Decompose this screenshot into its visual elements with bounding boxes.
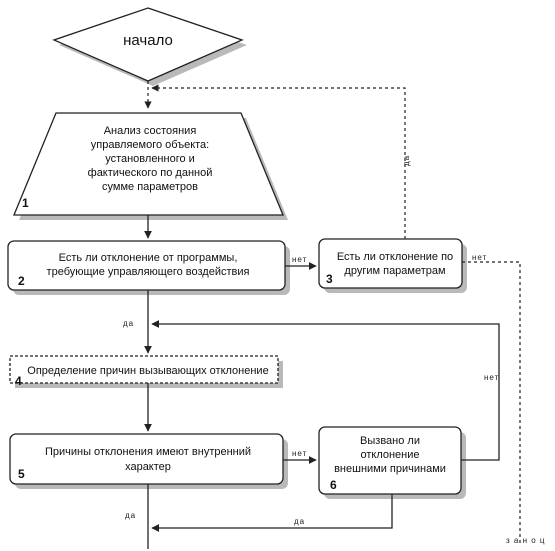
- arrow-b3-right: [462, 261, 521, 546]
- arrow-b3-loop: [151, 84, 406, 239]
- block-1-line: установленного и: [105, 153, 195, 165]
- block-2-line: требующие управляющего воздействия: [47, 266, 250, 278]
- label-b3-loop: да: [402, 155, 411, 166]
- label-b6-up: нет: [484, 373, 499, 382]
- block-5-line: Причины отклонения имеют внутренний: [45, 446, 251, 458]
- block-3: Есть ли отклонение по другим параметрам …: [318, 238, 467, 293]
- arrow-b6-up: [151, 320, 500, 430]
- block-4-number: 4: [15, 374, 22, 388]
- block-2: Есть ли отклонение от программы, требующ…: [7, 240, 290, 295]
- block-6-line: Вызвано ли: [360, 435, 420, 447]
- start-node: начало: [52, 7, 247, 86]
- block-1-line: фактического по данной: [88, 167, 213, 179]
- block-1: Анализ состояния управляемого объекта: у…: [13, 112, 288, 220]
- line-b6-right: [461, 430, 500, 461]
- label-b5-b6: нет: [292, 449, 307, 458]
- block-6: Вызвано ли отклонение внешними причинами…: [318, 426, 466, 499]
- label-b6-back: да: [294, 517, 305, 526]
- block-1-line: сумме параметров: [102, 181, 198, 193]
- block-5-number: 5: [18, 467, 25, 481]
- block-3-line: другим параметрам: [344, 265, 445, 277]
- block-6-number: 6: [330, 478, 337, 492]
- block-3-number: 3: [326, 272, 333, 286]
- block-6-line: внешними причинами: [334, 463, 446, 475]
- label-end: з а н о ц: [506, 536, 545, 545]
- arrow-b6-back: [151, 494, 393, 532]
- edge-labels: нет да нет да нет нет да да з а н о ц: [123, 155, 545, 545]
- block-1-line: управляемого объекта:: [91, 139, 209, 151]
- block-1-number: 1: [22, 196, 29, 210]
- label-b3-right: нет: [472, 253, 487, 262]
- connectors: [144, 81, 521, 549]
- block-4-line: Определение причин вызывающих отклонение: [27, 365, 268, 377]
- block-2-number: 2: [18, 274, 25, 288]
- block-5-line: характер: [125, 461, 171, 473]
- block-5: Причины отклонения имеют внутренний хара…: [9, 433, 288, 489]
- block-3-line: Есть ли отклонение по: [337, 251, 453, 263]
- block-4: Определение причин вызывающих отклонение…: [9, 355, 283, 388]
- label-b5-down: да: [125, 511, 136, 520]
- label-to-b4: да: [123, 319, 134, 328]
- start-label: начало: [123, 32, 173, 49]
- block-1-line: Анализ состояния: [104, 125, 197, 137]
- block-2-line: Есть ли отклонение от программы,: [59, 252, 238, 264]
- label-b2-b3: нет: [292, 255, 307, 264]
- block-6-line: отклонение: [360, 449, 419, 461]
